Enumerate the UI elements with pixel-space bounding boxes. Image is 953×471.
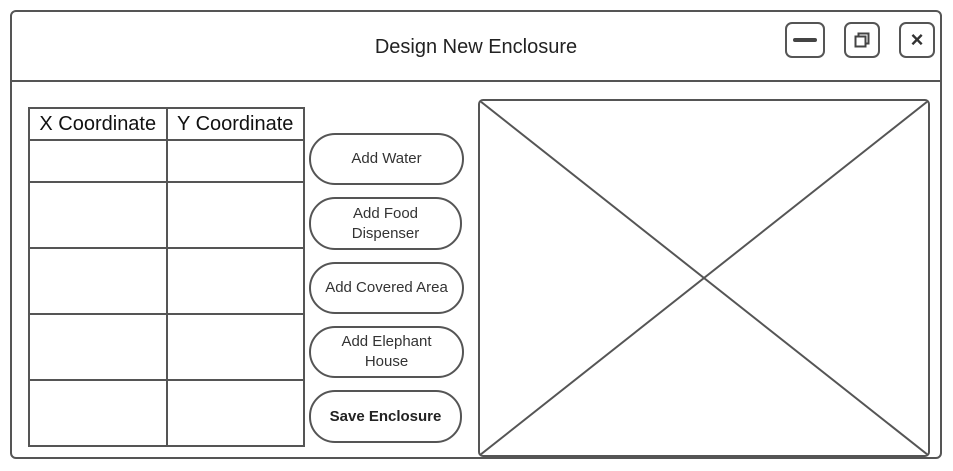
y-coordinate-header: Y Coordinate [165, 107, 305, 141]
x-coordinate-cell[interactable] [28, 379, 168, 447]
enclosure-preview-placeholder [478, 99, 930, 457]
image-placeholder-icon [480, 101, 928, 455]
y-coordinate-cell[interactable] [165, 247, 305, 315]
x-coordinate-header: X Coordinate [28, 107, 168, 141]
close-icon: × [910, 27, 924, 52]
minimize-button[interactable] [785, 22, 825, 58]
restore-button[interactable] [844, 22, 880, 58]
add-food-label-line2: Dispenser [351, 224, 420, 242]
save-enclosure-button[interactable]: Save Enclosure [309, 390, 462, 443]
add-water-label: Add Water [351, 150, 422, 167]
y-coordinate-cell[interactable] [165, 181, 305, 249]
add-food-dispenser-button[interactable]: Add Food Dispenser [309, 197, 462, 250]
x-coordinate-cell[interactable] [28, 247, 168, 315]
enclosure-window: Design New Enclosure × X Coordinate Y Co… [10, 10, 942, 459]
add-elephant-label-line2: House [364, 353, 409, 370]
x-coordinate-cell[interactable] [28, 181, 168, 249]
table-header-row: X Coordinate Y Coordinate [28, 107, 305, 141]
y-coordinate-cell[interactable] [165, 139, 305, 183]
y-coordinate-cell[interactable] [165, 379, 305, 447]
y-coordinate-cell[interactable] [165, 313, 305, 381]
add-elephant-label-line1: Add Elephant [341, 333, 432, 350]
minimize-icon [793, 38, 817, 42]
add-elephant-house-label: Add Elephant House [341, 332, 431, 372]
add-elephant-house-button[interactable]: Add Elephant House [309, 326, 464, 378]
table-row [28, 313, 305, 381]
x-coordinate-cell[interactable] [28, 139, 168, 183]
table-row [28, 139, 305, 183]
add-covered-area-label: Add Covered Area [325, 279, 448, 296]
window-title: Design New Enclosure [374, 36, 578, 58]
close-button[interactable]: × [899, 22, 935, 58]
x-coordinate-cell[interactable] [28, 313, 168, 381]
restore-icon [854, 32, 870, 48]
add-water-button[interactable]: Add Water [309, 133, 464, 185]
table-row [28, 181, 305, 249]
add-food-label-line1: Add Food [352, 204, 419, 222]
add-food-dispenser-label: Add Food Dispenser [352, 204, 420, 244]
save-enclosure-label: Save Enclosure [329, 407, 442, 425]
table-row [28, 247, 305, 315]
coordinate-table: X Coordinate Y Coordinate [28, 107, 305, 447]
table-row [28, 379, 305, 447]
add-covered-area-button[interactable]: Add Covered Area [309, 262, 464, 314]
title-bar: Design New Enclosure × [12, 12, 940, 82]
